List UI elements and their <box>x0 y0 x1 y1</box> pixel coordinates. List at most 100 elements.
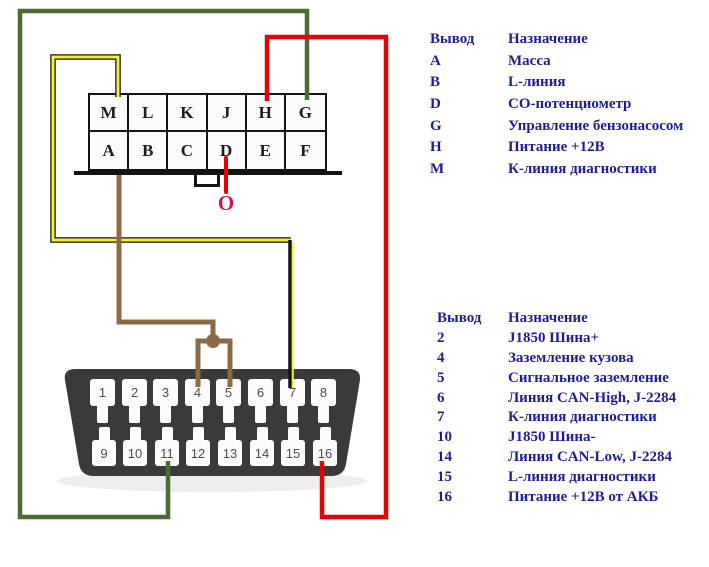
legend-desc: Масса <box>508 52 551 69</box>
obd-pin-12-slot <box>192 427 204 440</box>
obd-pin-4-number: 4 <box>185 379 210 406</box>
gm-pin-M: M <box>90 95 130 132</box>
legend-row: H Питание +12В <box>430 137 705 159</box>
gm-pin-A: A <box>90 132 130 169</box>
gm12-keying-tab <box>194 175 220 187</box>
obd-pin-16-slot <box>319 427 331 440</box>
legend-row: G Управление бензонасосом <box>430 116 705 138</box>
legend-pin: 16 <box>437 489 452 506</box>
obd-pin-11-slot <box>161 427 173 440</box>
obd-pin-10-number: 10 <box>123 440 147 466</box>
obd-pin-6-slot <box>255 406 266 423</box>
legend-pin: A <box>430 52 441 69</box>
legend-desc: J1850 Шина+ <box>508 329 600 346</box>
legend-desc: К-линия диагностики <box>508 161 657 178</box>
legend-desc: Питание +12В от АКБ <box>508 489 659 506</box>
legend-pin: G <box>430 117 442 134</box>
legend-row: 15 L-линия диагностики <box>430 468 705 488</box>
terminal-o-label: O <box>217 191 235 215</box>
obd-pin-12: 12 <box>186 427 210 466</box>
obd-pin-4: 4 <box>185 379 210 423</box>
obd-pin-1-slot <box>97 406 108 423</box>
obd-pin-5: 5 <box>216 379 241 423</box>
legend-row: 6 Линия CAN-High, J-2284 <box>430 389 705 409</box>
legend-row: 7 К-линия диагностики <box>430 408 705 428</box>
obd-pin-2: 2 <box>122 379 147 423</box>
legend-row: 16 Питание +12В от АКБ <box>430 488 705 508</box>
obd-pin-15-slot <box>287 427 299 440</box>
obd-pin-12-number: 12 <box>186 440 210 466</box>
obd-pin-14-slot <box>256 427 268 440</box>
obd-pin-9-number: 9 <box>92 440 116 466</box>
obd-pin-10: 10 <box>123 427 147 466</box>
legend-pin: B <box>430 74 441 91</box>
obd-pin-11-number: 11 <box>155 440 179 466</box>
legend-pin: 15 <box>437 469 452 486</box>
legend-desc: Линия CAN-Low, J-2284 <box>508 449 672 466</box>
obd-pin-8: 8 <box>311 379 336 423</box>
legend-pin: 2 <box>437 329 445 346</box>
gm12-connector: M L K J H G A B C D E F <box>88 93 327 171</box>
obd-pin-7-slot <box>287 406 298 423</box>
obd-pin-16-number: 16 <box>313 440 337 466</box>
legend-row: 14 Линия CAN-Low, J-2284 <box>430 448 705 468</box>
legend-desc: Линия CAN-High, J-2284 <box>508 389 677 406</box>
gm-pin-K: K <box>168 95 208 132</box>
legend-row: B L-линия <box>430 72 705 94</box>
obd-pin-5-slot <box>223 406 234 423</box>
obd-pin-6: 6 <box>248 379 273 423</box>
gm-pin-G: G <box>285 95 325 132</box>
legend-desc: J1850 Шина- <box>508 429 596 446</box>
obd-pin-13-slot <box>224 427 236 440</box>
legend-pin: 7 <box>437 409 445 426</box>
obd-pin-7-number: 7 <box>280 379 305 406</box>
legend-pin: H <box>430 139 442 156</box>
obd-pin-9: 9 <box>92 427 116 466</box>
obd-pin-3-number: 3 <box>153 379 178 406</box>
legend-pin: 14 <box>437 449 452 466</box>
obd-pin-2-number: 2 <box>122 379 147 406</box>
legend-header-row: Вывод Назначение <box>430 309 705 329</box>
obd-pin-3: 3 <box>153 379 178 423</box>
obd-pin-13: 13 <box>218 427 242 466</box>
legend-desc: L-линия диагностики <box>508 469 656 486</box>
gm-pin-L: L <box>129 95 169 132</box>
obd-pin-14-number: 14 <box>250 440 274 466</box>
obd-pin-9-slot <box>98 427 110 440</box>
legend-pin: D <box>430 96 441 113</box>
legend-pin: 4 <box>437 349 445 366</box>
obd-pin-11: 11 <box>155 427 179 466</box>
gm-pin-J: J <box>207 95 247 132</box>
legend-row: 2 J1850 Шина+ <box>430 329 705 349</box>
legend-desc: К-линия диагностики <box>508 409 657 426</box>
obd-pin-2-slot <box>129 406 140 423</box>
obd-pin-5-number: 5 <box>216 379 241 406</box>
obd-pin-14: 14 <box>250 427 274 466</box>
obd-pin-6-number: 6 <box>248 379 273 406</box>
gm-pin-B: B <box>129 132 169 169</box>
obd-pin-3-slot <box>160 406 171 423</box>
legend-desc: Управление бензонасосом <box>508 117 684 134</box>
legend-desc: Питание +12В <box>508 139 605 156</box>
obd-pin-8-number: 8 <box>311 379 336 406</box>
legend-header-pin: Вывод <box>437 310 482 326</box>
legend-desc: L-линия <box>508 74 566 91</box>
legend-desc: Сигнальное заземление <box>508 369 669 386</box>
legend-pin: 6 <box>437 389 445 406</box>
obd-pin-1-number: 1 <box>90 379 115 406</box>
obd-pin-10-slot <box>129 427 141 440</box>
legend-header-pin: Вывод <box>430 31 475 47</box>
obd-pin-15-number: 15 <box>281 440 305 466</box>
gm-pin-H: H <box>246 95 286 132</box>
gm-pin-D: D <box>207 132 247 169</box>
legend-header-desc: Назначение <box>508 310 588 326</box>
obd-pin-7: 7 <box>280 379 305 423</box>
